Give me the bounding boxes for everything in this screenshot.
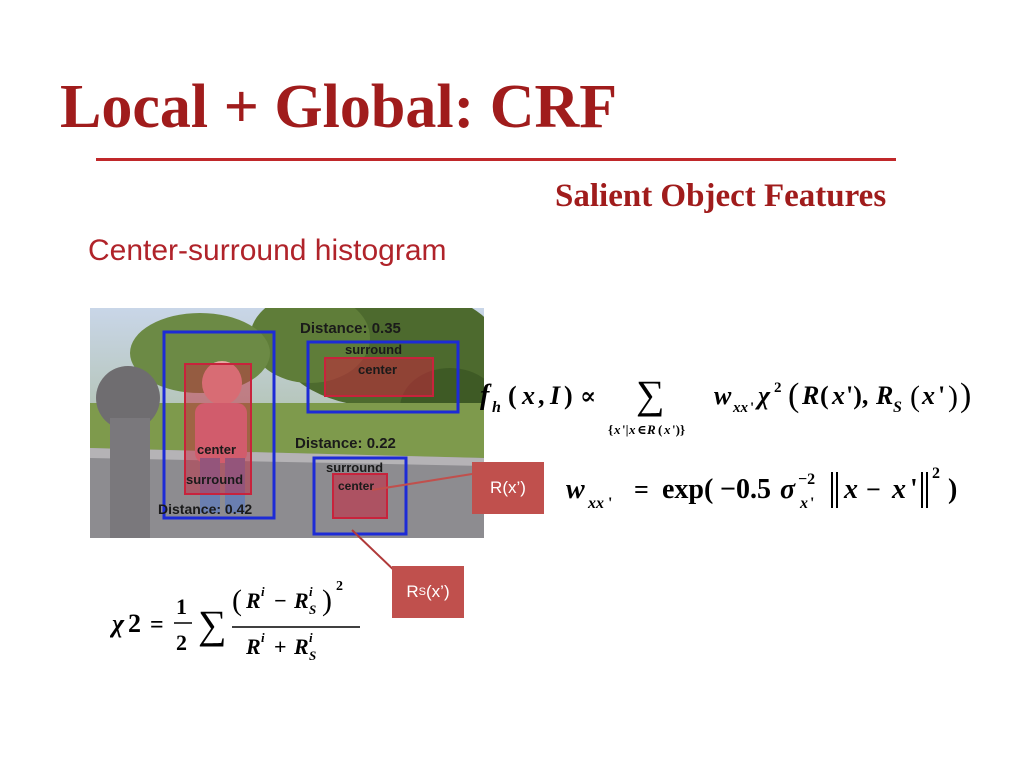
svg-text:x: x (663, 422, 671, 437)
svg-text:R: R (293, 634, 309, 659)
region-2-distance-label: Distance: 0.35 (300, 320, 401, 337)
svg-text:χ: χ (755, 381, 771, 410)
svg-text:i: i (309, 584, 313, 599)
r-callout-box: R(x’) (472, 462, 544, 514)
svg-text:R: R (646, 422, 656, 437)
chi-square-formula: χ 2 = 1 2 ∑ ( R i − R i S ) 2 R i + R i … (110, 579, 360, 663)
svg-text:∑: ∑ (636, 372, 665, 417)
region-1-surround-label: surround (186, 472, 243, 487)
svg-text:(: ( (788, 377, 799, 414)
svg-text:x: x (628, 422, 636, 437)
svg-text:+: + (274, 634, 287, 659)
svg-text:S: S (309, 648, 316, 663)
svg-text:': ' (938, 381, 945, 410)
region-3-center-label: center (338, 479, 374, 493)
svg-text:(: ( (232, 584, 242, 617)
svg-text:x: x (843, 474, 858, 505)
center-surround-subheading: Center-surround histogram (88, 234, 447, 267)
svg-text:R: R (875, 381, 893, 410)
svg-text:,: , (538, 381, 545, 410)
svg-text:R: R (245, 588, 261, 613)
svg-text:=: = (634, 475, 649, 504)
svg-text:σ: σ (780, 474, 796, 505)
svg-text:−: − (866, 475, 881, 504)
region-1-center-box (184, 363, 252, 495)
svg-text:I: I (549, 381, 561, 410)
svg-text:2: 2 (336, 579, 343, 594)
svg-text:x: x (831, 381, 845, 410)
svg-text:'),: '), (846, 381, 868, 410)
svg-text:R: R (293, 588, 309, 613)
svg-text:R: R (801, 381, 819, 410)
svg-text:x: x (921, 381, 935, 410)
svg-text:): ) (960, 377, 971, 414)
svg-text:{: { (608, 422, 613, 437)
svg-text:−2: −2 (798, 471, 815, 488)
rs-callout-subscript: S (418, 586, 426, 598)
weight-formula: w xx ' = exp( −0.5 σ −2 x ' x − x ' 2 ) (566, 465, 957, 512)
features-heading: Salient Object Features (555, 178, 887, 214)
svg-text:1: 1 (176, 594, 187, 619)
region-1-center-label: center (197, 442, 236, 457)
svg-text:(: ( (658, 422, 662, 437)
svg-text:−0.5: −0.5 (720, 474, 771, 505)
svg-text:i: i (261, 630, 265, 645)
svg-text:S: S (309, 602, 316, 617)
svg-text:∈: ∈ (637, 422, 647, 437)
svg-text:): ) (322, 584, 332, 617)
region-2-center-box (324, 357, 434, 397)
svg-text:): ) (948, 380, 958, 413)
region-2-surround-box (306, 340, 460, 414)
svg-text:x: x (891, 474, 906, 505)
svg-text:i: i (261, 584, 265, 599)
title-underline (96, 158, 896, 161)
rs-callout-rest: (x’) (426, 582, 450, 601)
svg-text:S: S (893, 399, 902, 416)
svg-text:2: 2 (128, 609, 141, 638)
svg-text:w: w (714, 381, 732, 410)
rs-callout-base: R (406, 582, 419, 601)
svg-text:xx: xx (732, 400, 749, 416)
svg-text:h: h (492, 399, 501, 416)
svg-text:': ' (910, 474, 918, 505)
svg-text:−: − (274, 588, 287, 613)
region-3-surround-label: surround (326, 460, 383, 475)
svg-text:2: 2 (774, 380, 782, 396)
slide-title: Local + Global: CRF (60, 73, 618, 141)
svg-text:xx: xx (587, 495, 604, 512)
svg-text:2: 2 (932, 465, 940, 482)
svg-text:': ' (810, 495, 814, 512)
svg-text:')}: ')} (672, 422, 685, 437)
svg-text:χ: χ (110, 609, 125, 638)
svg-text:∑: ∑ (198, 602, 227, 647)
feature-function-formula: f h ( x , I ) ∝ ∑ { x '| x ∈ R ( x ')} w… (480, 372, 971, 437)
svg-text:': ' (608, 495, 612, 512)
svg-text:R: R (245, 634, 261, 659)
svg-text:x: x (799, 495, 808, 512)
svg-text:(: ( (508, 381, 517, 410)
svg-text:): ) (564, 381, 573, 410)
region-1-surround-box (162, 330, 276, 520)
svg-text:∝: ∝ (580, 384, 596, 410)
svg-text:f: f (480, 380, 492, 411)
svg-text:'|: '| (622, 422, 628, 437)
svg-text:): ) (948, 474, 957, 505)
region-2-center-label: center (358, 362, 397, 377)
svg-text:2: 2 (176, 630, 187, 655)
region-1-distance-label: Distance: 0.42 (158, 501, 252, 517)
svg-text:w: w (566, 474, 585, 505)
svg-text:': ' (750, 400, 754, 416)
center-surround-example-image: center surround Distance: 0.42 Distance:… (90, 308, 484, 538)
svg-text:x: x (613, 422, 621, 437)
svg-text:(: ( (820, 381, 829, 410)
region-3-distance-label: Distance: 0.22 (295, 435, 396, 452)
svg-text:=: = (150, 612, 164, 638)
svg-text:exp(: exp( (662, 474, 713, 505)
svg-text:(: ( (910, 380, 920, 413)
region-2-surround-label: surround (345, 342, 402, 357)
svg-text:x: x (521, 381, 535, 410)
svg-text:i: i (309, 630, 313, 645)
